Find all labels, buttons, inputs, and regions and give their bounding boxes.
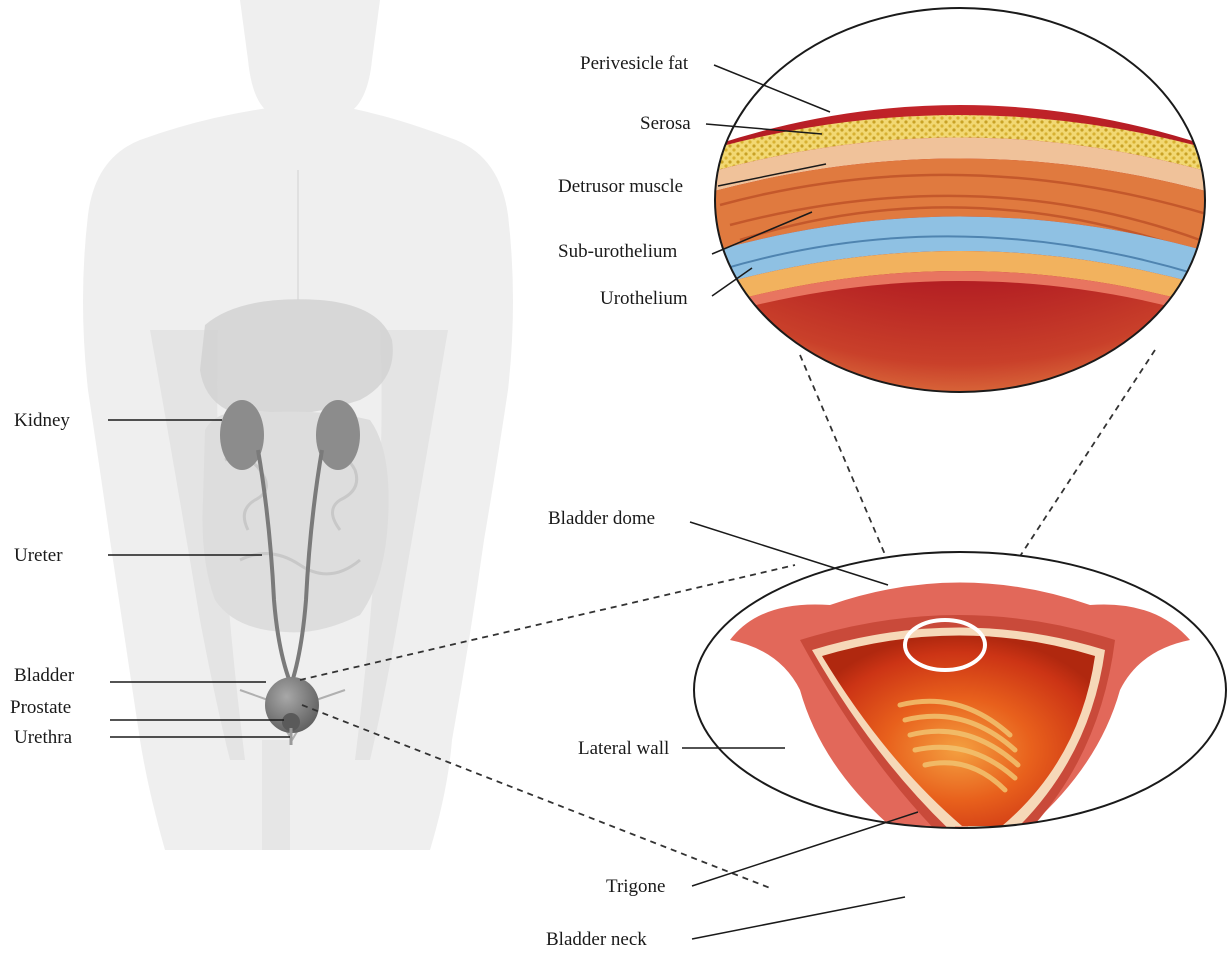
bladder-interior-view	[694, 552, 1226, 860]
label-perivesicle-fat: Perivesicle fat	[580, 53, 689, 74]
label-bladder-neck: Bladder neck	[546, 929, 647, 950]
left-kidney	[220, 400, 264, 470]
label-trigone: Trigone	[606, 876, 665, 897]
label-bladder-dome: Bladder dome	[548, 508, 655, 529]
bladder-wall-cross-section	[700, 0, 1220, 400]
label-detrusor-muscle: Detrusor muscle	[558, 176, 683, 197]
right-kidney	[316, 400, 360, 470]
label-kidney: Kidney	[14, 410, 70, 431]
label-bladder: Bladder	[14, 665, 75, 686]
label-urothelium: Urothelium	[600, 288, 688, 309]
label-urethra: Urethra	[14, 727, 73, 748]
label-lateral-wall: Lateral wall	[578, 738, 669, 759]
label-ureter: Ureter	[14, 545, 63, 566]
label-serosa: Serosa	[640, 113, 691, 134]
label-sub-urothelium: Sub-urothelium	[558, 241, 677, 262]
label-prostate: Prostate	[10, 697, 71, 718]
